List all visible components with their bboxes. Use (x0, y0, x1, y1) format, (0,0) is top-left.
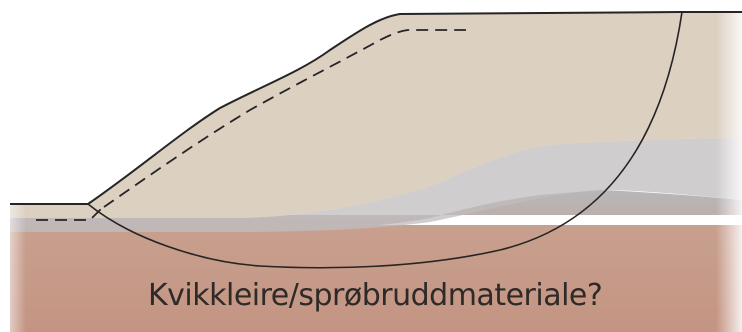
quick-clay-label: Kvikkleire/sprøbruddmateriale? (148, 278, 602, 314)
